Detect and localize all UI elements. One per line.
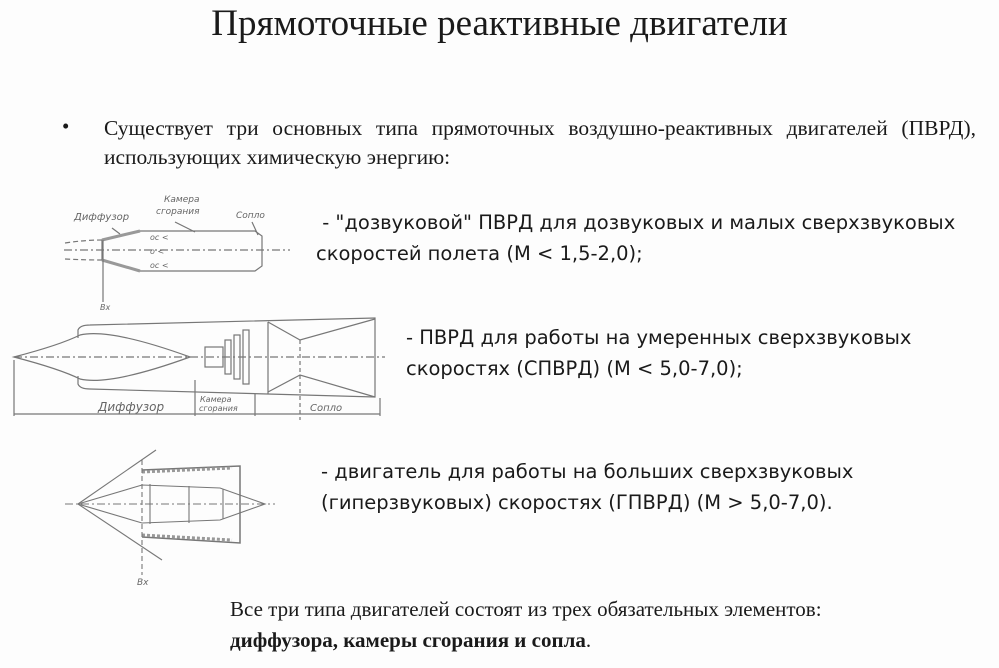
summary-text: Все три типа двигателей состоят из трех … bbox=[230, 594, 822, 656]
label-inlet: Вх bbox=[137, 578, 149, 588]
bullet-text: Существует три основных типа прямоточных… bbox=[104, 116, 976, 169]
engine-type-line: - "дозвуковой" ПВРД для дозвуковых и мал… bbox=[316, 211, 956, 234]
svg-text:ос <: ос < bbox=[150, 233, 169, 242]
engine-type-line: - двигатель для работы на больших сверхз… bbox=[321, 460, 854, 483]
svg-text:о <: о < bbox=[150, 247, 164, 256]
engine-type-line: - ПВРД для работы на умеренных сверхзвук… bbox=[406, 326, 912, 349]
subsonic-ramjet-diagram: ос < о < ос < Диффузор Камера сгорания С… bbox=[64, 195, 290, 310]
engine-type-hypersonic: - двигатель для работы на больших сверхз… bbox=[321, 456, 853, 518]
engine-type-supersonic: - ПВРД для работы на умеренных сверхзвук… bbox=[406, 322, 911, 384]
engine-type-line: (гиперзвуковых) скоростях (ГПВРД) (М > 5… bbox=[321, 491, 833, 514]
svg-text:ос <: ос < bbox=[150, 261, 169, 270]
label-chamber-2: сгорания bbox=[199, 404, 238, 413]
bullet-marker: • bbox=[62, 114, 70, 138]
label-nozzle: Сопло bbox=[310, 403, 342, 414]
label-chamber-1: Камера bbox=[200, 395, 232, 404]
hypersonic-ramjet-diagram: Вх bbox=[65, 449, 275, 588]
summary-line-1: Все три типа двигателей состоят из трех … bbox=[230, 597, 822, 621]
summary-elements: диффузора, камеры сгорания и сопла bbox=[230, 628, 586, 652]
summary-line-2: диффузора, камеры сгорания и сопла. bbox=[230, 625, 822, 656]
engine-type-line: скоростей полета (М < 1,5-2,0); bbox=[316, 242, 643, 265]
engine-type-subsonic: - "дозвуковой" ПВРД для дозвуковых и мал… bbox=[316, 207, 955, 269]
label-diffuser: Диффузор bbox=[97, 400, 165, 414]
label-nozzle: Сопло bbox=[236, 211, 265, 221]
slide-title: Прямоточные реактивные двигатели bbox=[211, 3, 788, 44]
label-inlet: Вх bbox=[100, 303, 110, 310]
label-chamber-1: Камера bbox=[164, 195, 199, 205]
engine-type-line: скоростях (СПВРД) (М < 5,0-7,0); bbox=[406, 357, 743, 380]
supersonic-ramjet-diagram: Диффузор Камера сгорания Сопло bbox=[11, 317, 385, 420]
summary-period: . bbox=[585, 628, 592, 652]
label-chamber-2: сгорания bbox=[156, 207, 200, 217]
label-diffuser: Диффузор bbox=[73, 212, 129, 223]
